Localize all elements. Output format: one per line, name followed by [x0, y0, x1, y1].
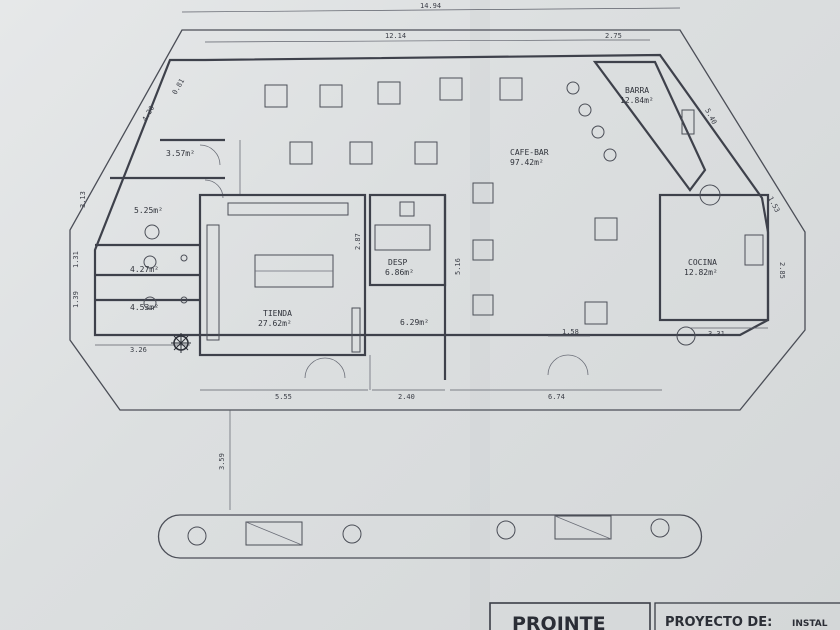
area-wc-2: 4.27m² [130, 265, 159, 274]
room-labels: TIENDA 27.62m² CAFE-BAR 97.42m² BARRA 12… [130, 86, 718, 328]
dim-left-b: 1.39 [72, 291, 80, 308]
room-name-cocina: COCINA [688, 258, 717, 267]
bar-stools [566, 81, 617, 162]
dim-top-total: 14.94 [420, 2, 441, 10]
tables-top-row [264, 77, 523, 165]
desp-chair [399, 201, 415, 217]
tienda-shelf-right [351, 307, 361, 353]
dim-desp-height: 2.87 [354, 233, 362, 250]
dim-left-mid: 3.13 [79, 191, 87, 208]
title-project-box [654, 602, 840, 630]
tienda-walls [198, 193, 367, 357]
room-area-cocina: 12.82m² [684, 268, 718, 277]
inner-outline [93, 53, 770, 337]
dim-bottom-left: 3.26 [130, 346, 147, 354]
toilet-1 [144, 224, 160, 240]
plant-icon [171, 333, 191, 353]
dim-lower-vertical: 3.59 [218, 453, 226, 470]
room-area-desp: 6.86m² [385, 268, 414, 277]
barra-counter [592, 60, 707, 192]
dim-top-right: 2.75 [605, 32, 622, 40]
room-area-cafe-bar: 97.42m² [510, 158, 544, 167]
tienda-shelf-top [227, 202, 349, 216]
dim-left-diag: 4.20 [141, 104, 156, 123]
dim-cocina-bottom: 3.31 [708, 330, 725, 338]
title-project-value: INSTAL [792, 619, 828, 629]
dim-line-top-total [181, 7, 681, 13]
pathway-strip [157, 514, 703, 559]
area-wc-1: 5.25m² [134, 206, 163, 215]
cafe-door [547, 354, 589, 376]
dim-line-top-left [204, 39, 591, 43]
dim-door-width: 1.58 [562, 328, 579, 336]
sink-2 [180, 296, 188, 304]
room-name-desp: DESP [388, 258, 407, 267]
dim-tienda-bottom: 5.55 [275, 393, 292, 401]
area-entry: 3.57m² [166, 149, 195, 158]
cocina-door-arc [699, 184, 721, 206]
room-area-tienda: 27.62m² [258, 319, 292, 328]
title-logo-box [489, 602, 651, 630]
sink-1 [180, 254, 188, 262]
dim-right-side: 2.85 [778, 262, 786, 279]
room-area-barra: 12.84m² [620, 96, 654, 105]
barra-sink [681, 109, 695, 135]
tienda-shelf-left [206, 224, 220, 341]
dim-partition: 5.16 [454, 258, 462, 275]
door-swing-entry [199, 144, 221, 166]
desp-desk [374, 224, 431, 251]
dim-right-diag: 5.40 [703, 107, 718, 126]
room-name-cafe-bar: CAFE-BAR [510, 148, 549, 157]
room-name-barra: BARRA [625, 86, 649, 95]
dim-left-small: 0.81 [171, 77, 186, 96]
cocina-stove [744, 234, 764, 266]
dim-bottom-mid: 2.40 [398, 393, 415, 401]
title-block: PROINTE PROYECTO DE: INSTAL [512, 613, 828, 630]
dim-left-a: 1.31 [72, 251, 80, 268]
dimension-labels: 14.94 12.14 2.75 4.20 0.81 3.13 1.31 1.3… [72, 2, 786, 470]
room-name-tienda: TIENDA [263, 309, 292, 318]
dim-top-left: 12.14 [385, 32, 406, 40]
title-logo: PROINTE [512, 613, 606, 630]
cocina-plant [676, 326, 696, 346]
area-store: 6.29m² [400, 318, 429, 327]
area-wc-3: 4.53m² [130, 303, 159, 312]
toilet-3 [143, 296, 157, 310]
outer-outline [69, 29, 806, 411]
toilet-2 [143, 255, 157, 269]
cocina-walls [658, 193, 770, 322]
tables-cafe [472, 182, 618, 325]
title-project: PROYECTO DE: [665, 615, 772, 630]
tienda-door [304, 357, 346, 379]
dim-cafe-bottom: 6.74 [548, 393, 565, 401]
